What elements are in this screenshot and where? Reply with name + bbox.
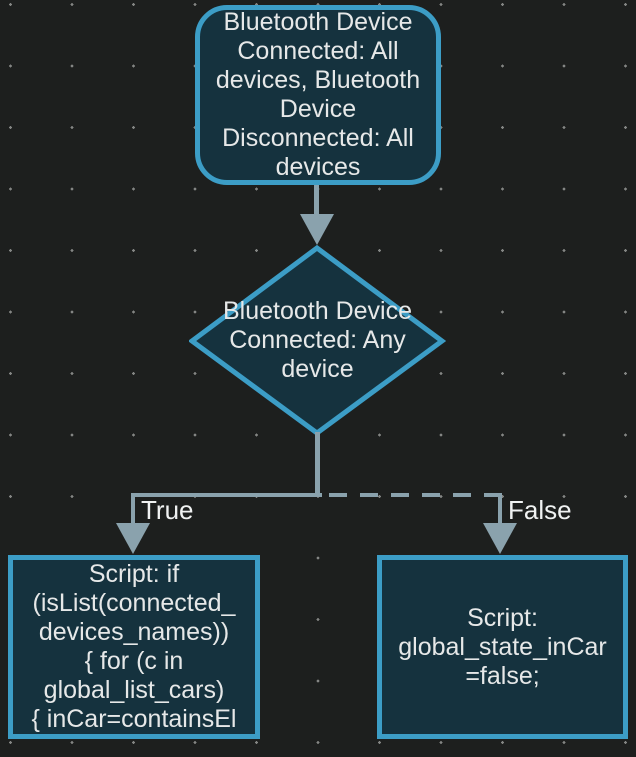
trigger-node-text: Bluetooth Device Connected: All devices,… [215,8,421,181]
edge-false-vertical-line [498,493,502,526]
edge-trigger-condition-line [314,185,319,217]
arrowhead-down-icon [116,523,150,554]
edge-condition-junction-line [315,432,320,495]
arrowhead-down-icon [300,214,334,245]
condition-node-text: Bluetooth Device Connected: Any device [222,297,412,383]
true-branch-label: True [141,495,194,525]
trigger-node[interactable]: Bluetooth Device Connected: All devices,… [195,5,441,185]
edge-true-horizontal-line [131,493,322,497]
true-action-node[interactable]: Script: if (isList(connected_ devices_na… [8,555,260,739]
true-action-node-text: Script: if (isList(connected_ devices_na… [31,560,237,733]
false-action-node-text: Script: global_state_inCar =false; [398,603,607,690]
false-branch-label: False [508,495,572,525]
edge-true-vertical-line [131,493,135,526]
edge-false-horizontal-dashed-line [329,493,502,497]
false-action-node[interactable]: Script: global_state_inCar =false; [377,555,628,739]
condition-node-text-wrap: Bluetooth Device Connected: Any device [209,255,426,426]
arrowhead-down-icon [483,523,517,554]
